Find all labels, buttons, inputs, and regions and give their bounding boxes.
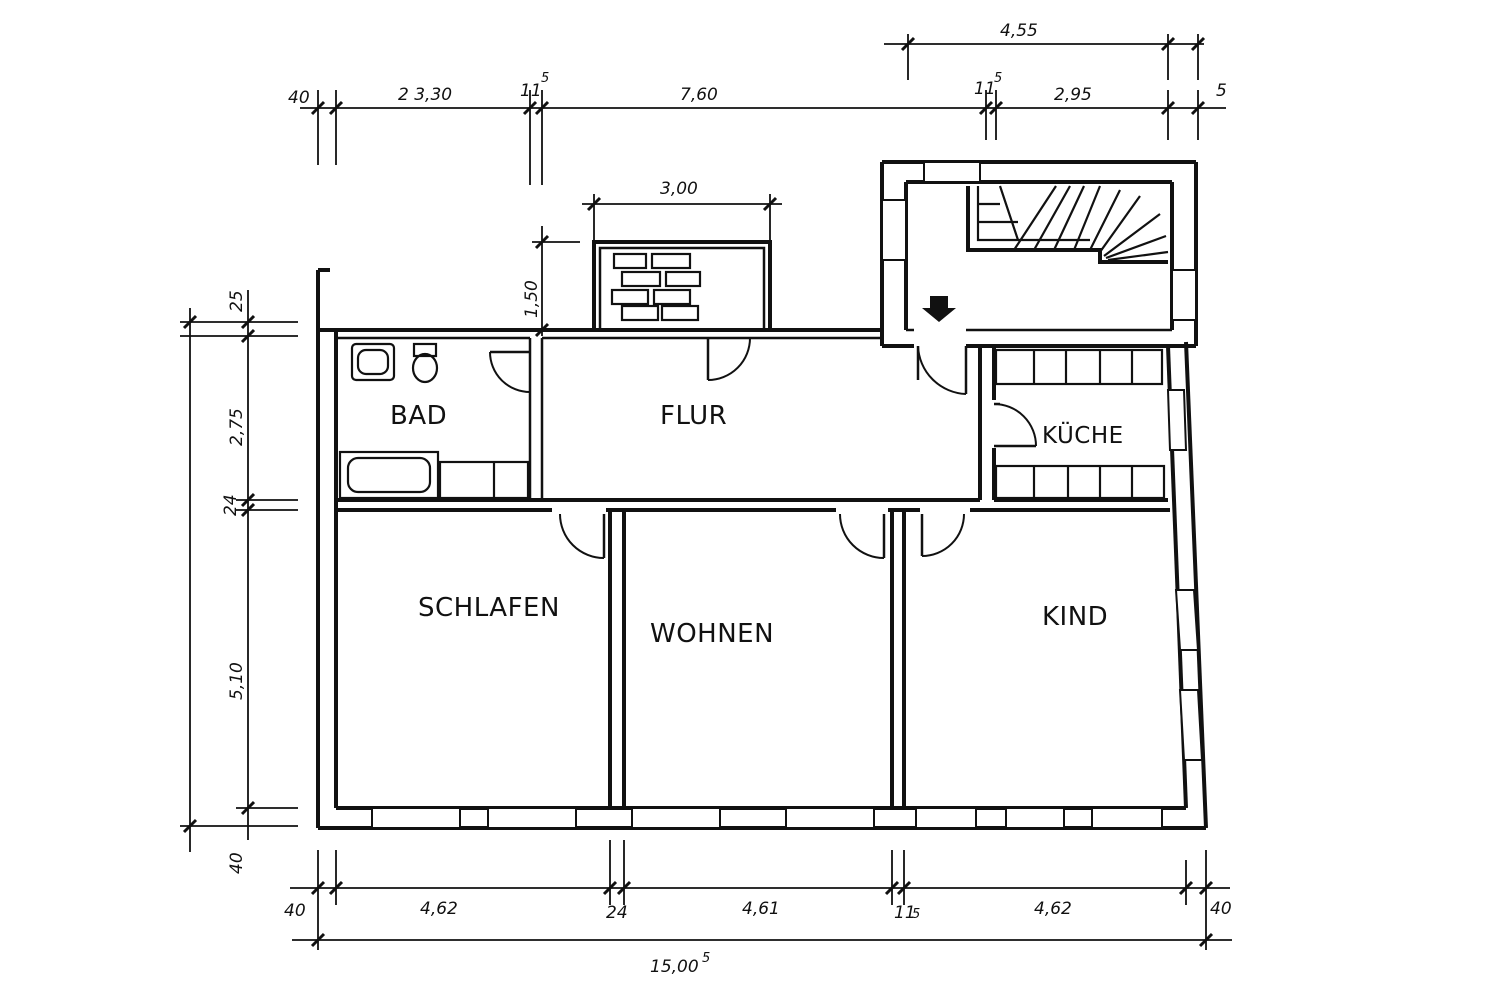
washbasin-icon — [350, 342, 396, 382]
window-kueche-side — [1166, 389, 1188, 451]
dim-bottom-115-sup: 5 — [912, 907, 920, 922]
dim-top-11b-sup: 5 — [994, 71, 1002, 86]
dim-left-510: 5,10 — [227, 662, 247, 700]
staircase — [966, 185, 1169, 264]
bath-counter — [438, 460, 530, 500]
dimension-chimney: 3,00 1,50 — [522, 179, 782, 338]
door-schlafen — [559, 513, 606, 559]
dimension-top-row: 40 2 3,30 11 5 7,60 11 5 2,95 5 — [288, 71, 1227, 185]
door-kueche — [993, 402, 1037, 448]
dim-bottom-24: 24 — [606, 903, 628, 923]
dim-top-760: 7,60 — [680, 85, 718, 105]
dimension-left-col: 25 2,75 24 5,10 40 — [180, 290, 298, 874]
dim-bottom-40a: 40 — [284, 901, 306, 921]
dim-left-275: 2,75 — [227, 408, 247, 446]
window-stair-left — [881, 199, 907, 261]
dim-left-40: 40 — [227, 852, 247, 874]
door-flur-entry — [706, 337, 751, 381]
dim-bottom-462b: 4,62 — [1034, 899, 1072, 919]
label-schlafen: SCHLAFEN — [418, 593, 560, 623]
dim-top-11a: 11 — [520, 81, 542, 101]
window-kind-side-1 — [1174, 589, 1200, 651]
dim-bottom-40b: 40 — [1210, 899, 1232, 919]
label-bad: BAD — [390, 401, 447, 431]
dimension-total: 15,00 5 — [292, 932, 1232, 977]
dim-chimney-width: 3,00 — [660, 179, 698, 199]
dim-chimney-depth: 1,50 — [522, 280, 542, 318]
toilet-icon — [411, 342, 439, 384]
window-kind-3 — [1091, 807, 1163, 829]
door-stair — [916, 345, 968, 395]
windows — [371, 161, 1204, 829]
window-kind-1 — [915, 807, 977, 829]
window-kind-side-2 — [1178, 689, 1204, 761]
bathtub-icon — [338, 450, 440, 500]
kitchen-counters — [994, 348, 1166, 500]
dim-bottom-461: 4,61 — [742, 899, 780, 919]
entry-arrow-icon — [922, 296, 956, 322]
dim-total: 15,00 — [650, 957, 699, 977]
dimension-bottom-row: 40 4,62 24 4,61 11 5 4,62 40 — [284, 840, 1232, 950]
label-flur: FLUR — [660, 401, 727, 431]
door-wohnen — [839, 513, 886, 559]
window-stair-top — [923, 161, 981, 183]
bathroom-fixtures — [338, 342, 530, 500]
window-wohnen-1 — [631, 807, 721, 829]
dim-top-330: 2 3,30 — [398, 85, 452, 105]
doors — [489, 337, 1037, 559]
window-wohnen-2 — [785, 807, 875, 829]
dim-total-sup: 5 — [702, 951, 710, 966]
exterior-walls — [316, 160, 1208, 830]
label-kueche: KÜCHE — [1042, 421, 1124, 449]
dim-455: 4,55 — [1000, 21, 1038, 41]
door-kind — [920, 513, 965, 557]
dimension-top-upper: 4,55 — [884, 21, 1206, 80]
dim-bottom-115: 11 — [894, 903, 916, 923]
dim-left-24: 24 — [221, 494, 241, 516]
dim-top-11b: 11 — [974, 79, 996, 99]
dim-top-5: 5 — [1216, 81, 1227, 101]
label-kind: KIND — [1042, 602, 1108, 632]
chimney-shaft — [592, 240, 772, 332]
brick-pattern — [610, 252, 702, 322]
dim-left-25: 25 — [227, 290, 247, 312]
window-stair-right — [1171, 269, 1197, 321]
label-wohnen: WOHNEN — [650, 619, 774, 649]
door-bad — [489, 350, 531, 393]
dim-bottom-462a: 4,62 — [420, 899, 458, 919]
dim-top-40: 40 — [288, 88, 310, 108]
window-kind-2 — [1005, 807, 1065, 829]
window-schlafen-1 — [371, 807, 461, 829]
dim-top-11a-sup: 5 — [541, 71, 549, 86]
dim-top-295: 2,95 — [1054, 85, 1092, 105]
room-labels: BAD FLUR KÜCHE SCHLAFEN WOHNEN KIND — [390, 401, 1124, 649]
window-schlafen-2 — [487, 807, 577, 829]
interior-walls — [336, 338, 1170, 808]
